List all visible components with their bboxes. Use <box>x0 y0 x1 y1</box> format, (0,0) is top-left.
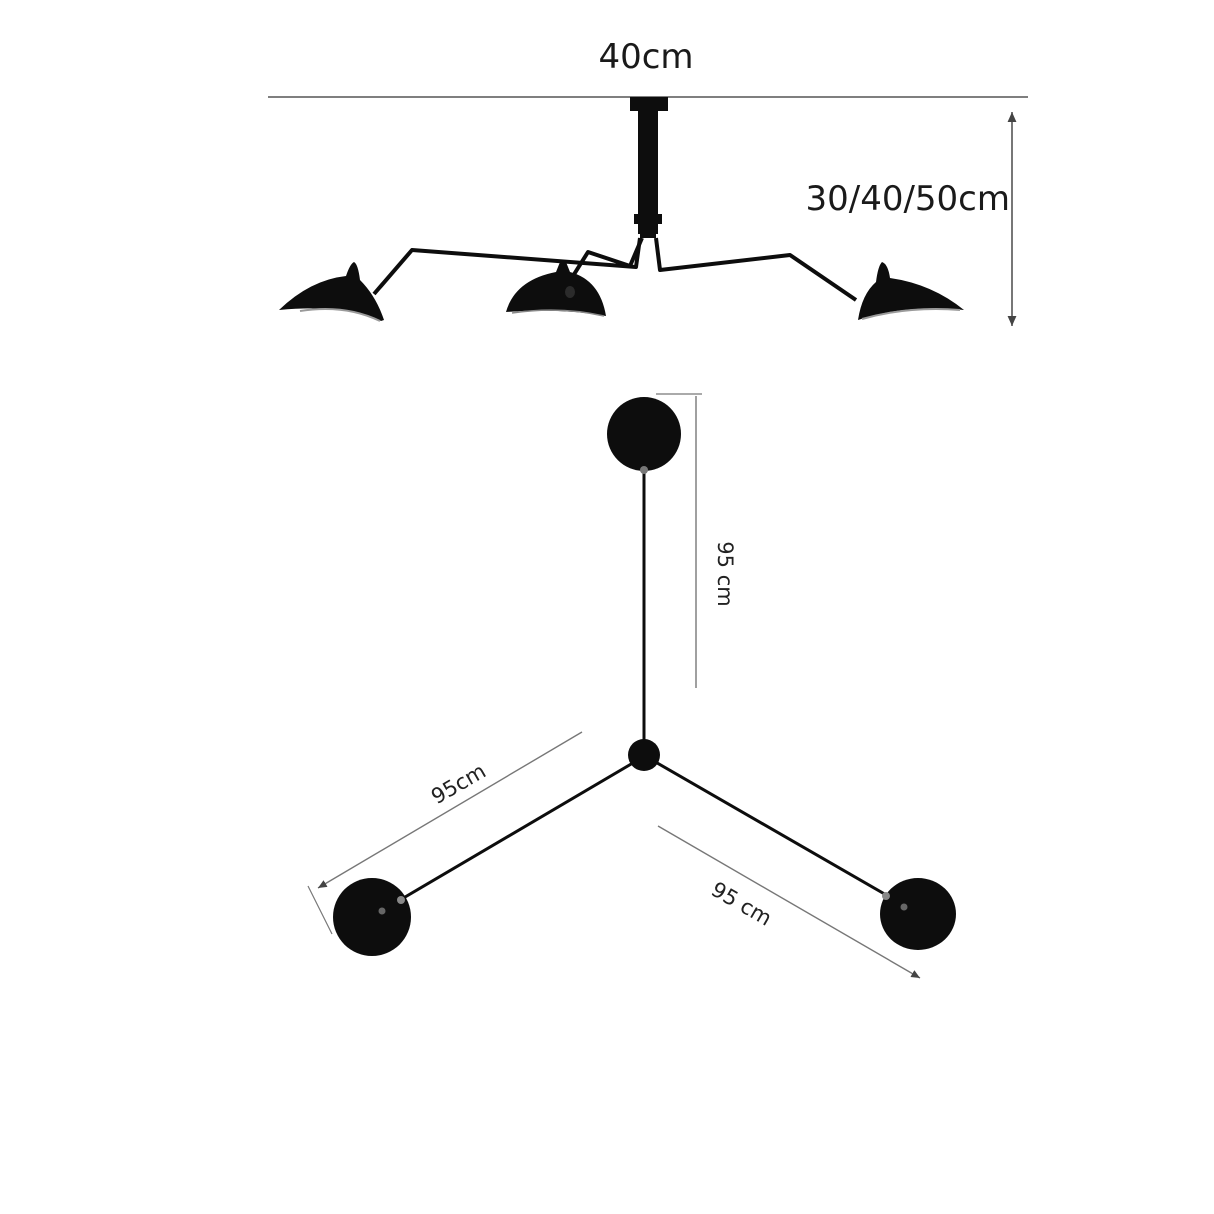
arm-right-dimension: 95 cm <box>657 825 921 979</box>
height-options-label: 30/40/50cm <box>805 179 1010 219</box>
side-arms <box>372 237 858 302</box>
side-view: 40cm 30/40/50cm <box>268 37 1028 326</box>
ceiling-width-label: 40cm <box>598 37 693 77</box>
side-arm-right <box>654 237 858 302</box>
top-arm-left <box>399 758 639 902</box>
center-hub <box>628 739 660 771</box>
side-shade-left <box>279 262 384 322</box>
side-arm-left <box>372 237 642 296</box>
stem-collar <box>634 214 662 224</box>
top-view: 95 cm 95cm 95 cm <box>307 393 956 979</box>
top-shade-up <box>607 397 681 474</box>
side-shade-right <box>858 262 964 320</box>
arm-top-label: 95 cm <box>713 541 737 606</box>
side-shade-middle <box>506 262 606 317</box>
top-arms <box>399 468 889 902</box>
top-shade-left <box>333 878 411 956</box>
top-arm-right <box>651 758 889 898</box>
ceiling-canopy <box>630 97 668 111</box>
lamp-stem <box>638 110 658 234</box>
side-arm-middle <box>566 237 644 286</box>
arm-top-dimension: 95 cm <box>656 393 737 688</box>
arm-right-label: 95 cm <box>707 877 776 930</box>
top-shade-right <box>880 878 956 950</box>
stem-lower <box>640 224 656 238</box>
arm-left-label: 95cm <box>427 759 490 809</box>
